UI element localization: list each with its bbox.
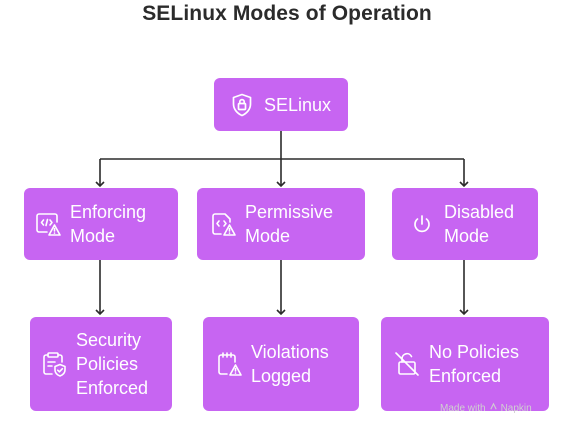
result-node-label: Security Policies Enforced — [76, 330, 149, 398]
diagram-title: SELinux Modes of Operation — [142, 2, 432, 25]
result-node-no-policies-enforced: No Policies Enforced — [381, 317, 549, 411]
power-icon — [408, 210, 436, 238]
result-node-label: Violations Logged — [251, 342, 329, 386]
result-node-label: No Policies Enforced — [429, 342, 520, 386]
root-node-label: SELinux — [264, 94, 332, 115]
mode-node-label: Permissive Mode — [245, 202, 334, 246]
napkin-logo-icon — [489, 402, 498, 414]
mode-node-label: Enforcing Mode — [70, 202, 147, 246]
notepad-warning-icon — [215, 350, 243, 378]
result-node-violations-logged: Violations Logged — [203, 317, 359, 411]
mode-node-label: Disabled Mode — [444, 202, 515, 246]
code-warning-icon — [209, 210, 237, 238]
watermark: Made with Napkin — [440, 402, 532, 414]
root-node-selinux: SELinux — [214, 78, 348, 131]
watermark-brand: Napkin — [500, 402, 532, 414]
mode-node-enforcing: Enforcing Mode — [24, 188, 178, 260]
mode-node-disabled: Disabled Mode — [392, 188, 538, 260]
shield-lock-icon — [228, 91, 256, 119]
watermark-text: Made with — [440, 402, 486, 414]
mode-node-permissive: Permissive Mode — [197, 188, 365, 260]
clipboard-check-icon — [40, 350, 68, 378]
result-node-security-policies-enforced: Security Policies Enforced — [30, 317, 172, 411]
code-warning-icon — [34, 210, 62, 238]
lock-off-icon — [393, 350, 421, 378]
